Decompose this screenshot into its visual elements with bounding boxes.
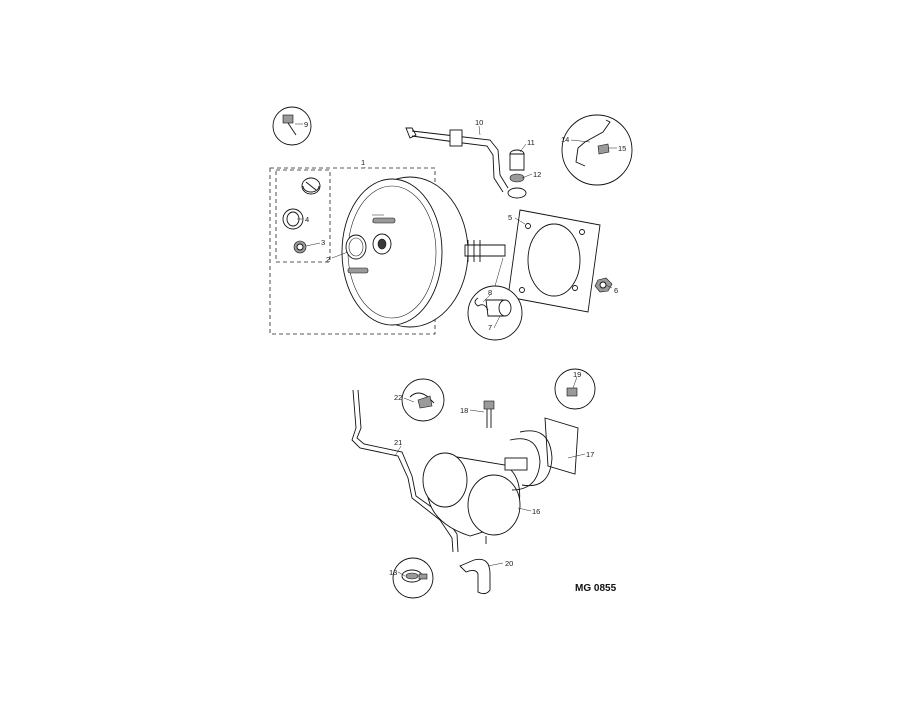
callout-18: 18 (460, 406, 468, 415)
kit-boundary (269, 167, 436, 335)
o-ring-part (282, 208, 304, 230)
callout-5: 5 (508, 213, 512, 222)
callout-11: 11 (527, 138, 535, 147)
vacuum-reservoir (422, 452, 521, 544)
seals-box (275, 169, 331, 263)
bolt-detail (272, 106, 312, 146)
gasket (507, 209, 601, 313)
pipe-clip-detail (401, 378, 445, 422)
callout-12: 12 (533, 170, 541, 179)
callout-17: 17 (586, 450, 594, 459)
callout-4: 4 (305, 215, 309, 224)
bracket-bolt (483, 400, 495, 428)
clip-detail (561, 114, 633, 186)
nut-part (594, 277, 613, 293)
callout-9: 9 (304, 120, 308, 129)
connecting-hose (459, 558, 491, 595)
callout-3: 3 (321, 238, 325, 247)
leader-lines (295, 123, 617, 577)
callout-7: 7 (488, 323, 492, 332)
callout-21: 21 (394, 438, 402, 447)
vacuum-hose (405, 127, 527, 199)
callout-13: 13 (389, 568, 397, 577)
callout-1: 1 (361, 158, 365, 167)
servo-booster (341, 176, 506, 328)
callout-22: 22 (394, 393, 402, 402)
grommet-part (301, 177, 321, 195)
callout-6: 6 (614, 286, 618, 295)
callout-19: 19 (573, 370, 581, 379)
mounting-bracket (504, 417, 579, 491)
callout-16: 16 (532, 507, 540, 516)
seal-part (293, 240, 307, 254)
callout-8: 8 (488, 288, 492, 297)
callout-2: 2 (326, 255, 330, 264)
callout-10: 10 (475, 118, 483, 127)
callout-20: 20 (505, 559, 513, 568)
callout-15: 15 (618, 144, 626, 153)
diagram-reference: MG 0855 (575, 583, 617, 594)
bracket-fixing-detail (554, 368, 596, 410)
clevis-detail (467, 285, 523, 341)
callout-14: 14 (561, 135, 569, 144)
valve-part (509, 149, 525, 183)
hose-clip-detail (392, 557, 434, 599)
